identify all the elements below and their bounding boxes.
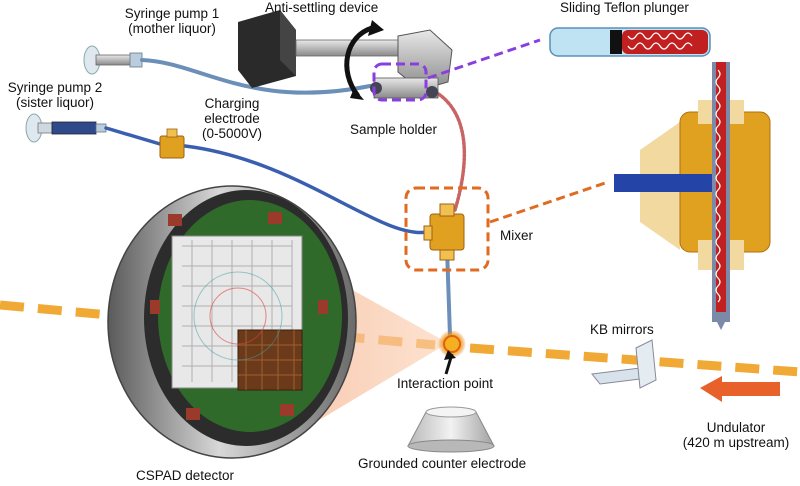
syringe-pump-2-label: Syringe pump 2 (sister liquor) — [0, 80, 110, 110]
arrow-icon — [700, 376, 780, 402]
syringe-pump-1-label: Syringe pump 1 (mother liquor) — [112, 6, 232, 36]
mixer-icon — [423, 203, 465, 261]
undulator-label: Undulator (420 m upstream) — [676, 420, 796, 450]
plunger-label: Sliding Teflon plunger — [560, 0, 689, 15]
kb-mirrors-label: KB mirrors — [590, 322, 654, 337]
electrode-icon — [159, 128, 185, 159]
sample-holder-highlight — [372, 62, 428, 102]
interaction-point-label: Interaction point — [397, 376, 494, 391]
motor-icon — [238, 10, 453, 99]
undulator-title: Undulator — [706, 420, 766, 435]
rotation-arrow — [344, 25, 373, 98]
syringe-pump-2-subtitle: (sister liquor) — [15, 95, 94, 110]
charging-electrode-line1: Charging — [204, 96, 260, 111]
undulator-subtitle: (420 m upstream) — [682, 435, 790, 450]
syringe-pump-1-title: Syringe pump 1 — [124, 6, 220, 21]
charging-electrode-line3: (0-5000V) — [201, 126, 263, 141]
tubing — [104, 58, 467, 338]
holder-callout-line — [427, 38, 541, 80]
charging-electrode-label: Charging electrode (0-5000V) — [190, 96, 274, 141]
grounded-electrode-label: Grounded counter electrode — [358, 456, 527, 471]
anti-settling-label: Anti-settling device — [265, 0, 379, 15]
syringe-pump-1-subtitle: (mother liquor) — [128, 21, 216, 36]
plunger-inset — [549, 27, 711, 57]
mixer-highlight — [404, 186, 490, 272]
electrode-icon — [407, 406, 495, 453]
mirror-icon — [591, 339, 657, 389]
arrow-icon — [368, 20, 384, 36]
syringe-pump-2-title: Syringe pump 2 — [7, 80, 103, 95]
mixer-label: Mixer — [500, 228, 533, 243]
charging-electrode-line2: electrode — [204, 111, 260, 126]
mixer-inset — [614, 62, 771, 330]
detector-panels — [171, 235, 303, 391]
arrow-icon — [350, 88, 364, 100]
syringe-icon — [83, 45, 143, 75]
sample-holder-label: Sample holder — [350, 122, 438, 137]
detector-icon — [107, 185, 357, 459]
cspad-label: CSPAD detector — [136, 468, 235, 483]
mixer-callout-line — [489, 180, 609, 224]
syringe-icon — [25, 113, 107, 143]
